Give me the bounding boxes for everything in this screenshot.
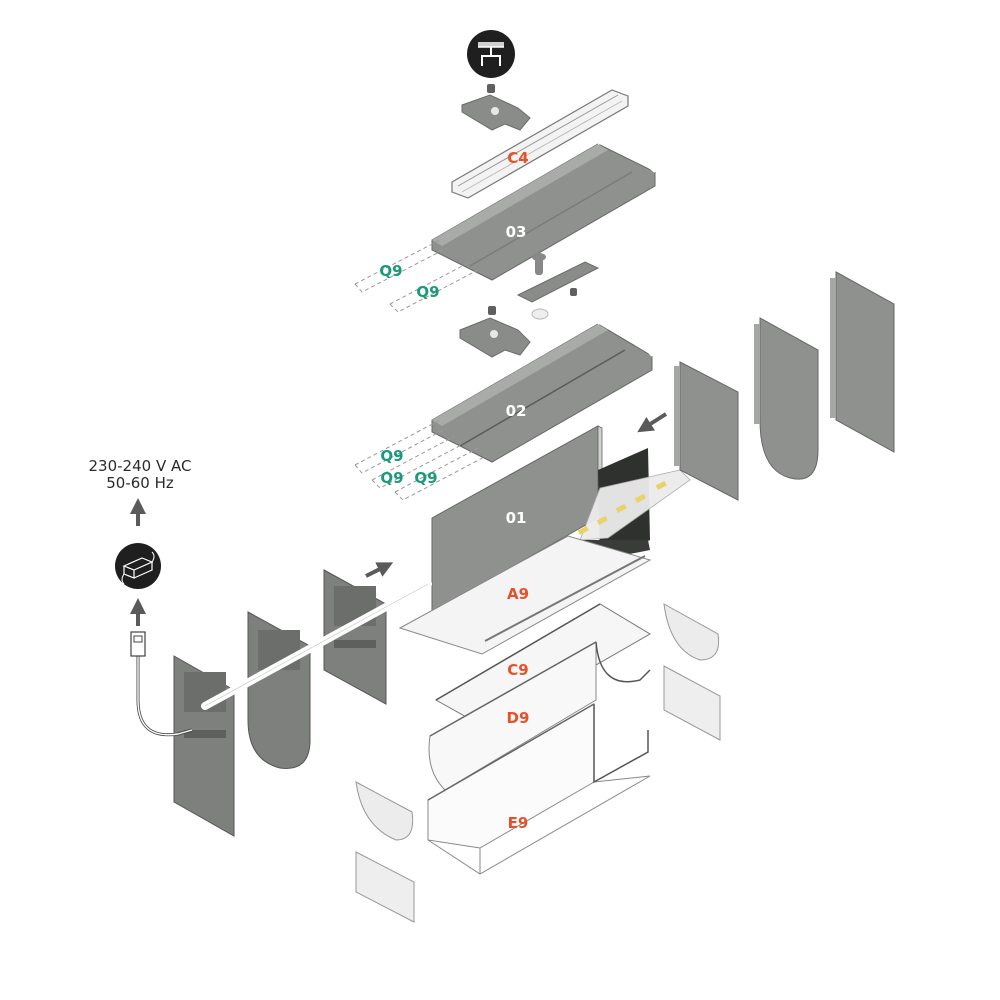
- label-q9-4: Q9: [380, 469, 403, 487]
- end-cap-light-rect-left: [355, 851, 415, 923]
- profile-03: [431, 139, 656, 281]
- cable-rod: [201, 580, 432, 710]
- label-q9-2: Q9: [416, 283, 439, 301]
- label-03: 03: [506, 223, 527, 241]
- label-q9-5: Q9: [414, 469, 437, 487]
- end-cap-cable-2: [247, 611, 311, 769]
- diffuser-a9: [398, 535, 652, 655]
- end-cap-light-half-round-right: [663, 603, 720, 661]
- profile-01: [431, 425, 691, 613]
- arrow-cable-direction: [365, 562, 394, 578]
- mains-voltage: 230-240 V AC 50-60 Hz: [70, 458, 210, 492]
- frequency-text: 50-60 Hz: [106, 474, 174, 492]
- label-e9: E9: [508, 814, 529, 832]
- label-q9-1: Q9: [379, 262, 402, 280]
- end-cap-gray-3: [830, 271, 895, 453]
- label-01: 01: [506, 509, 527, 527]
- end-cap-gray-2: [754, 317, 819, 480]
- label-c4: C4: [507, 149, 528, 167]
- ceiling-mount-icon: [467, 30, 515, 78]
- end-cap-gray-1: [674, 361, 739, 501]
- led-strip: [577, 480, 667, 535]
- cable-connector-icon: [130, 631, 146, 657]
- mounting-clip-top: [461, 84, 531, 131]
- mount-plates-upper: [354, 239, 479, 313]
- diffuser-d9: [428, 641, 651, 791]
- voltage-text: 230-240 V AC: [88, 457, 192, 475]
- diffuser-e9: [427, 703, 651, 875]
- arrow-end-cap-insert: [637, 412, 668, 433]
- label-d9: D9: [507, 709, 530, 727]
- label-02: 02: [506, 402, 527, 420]
- end-cap-cable-1: [173, 655, 235, 837]
- end-cap-light-rect-right: [663, 665, 721, 741]
- diffuser-c4: [451, 89, 629, 199]
- connector-hardware: [459, 253, 600, 358]
- label-q9-3: Q9: [380, 447, 403, 465]
- label-a9: A9: [507, 585, 529, 603]
- end-cap-light-half-round-left: [355, 781, 414, 841]
- label-c9: C9: [507, 661, 528, 679]
- end-cap-cable-3: [323, 569, 387, 705]
- profile-02: [431, 318, 653, 463]
- power-supply-icon: [115, 543, 161, 589]
- mount-plates-lower: [354, 419, 487, 501]
